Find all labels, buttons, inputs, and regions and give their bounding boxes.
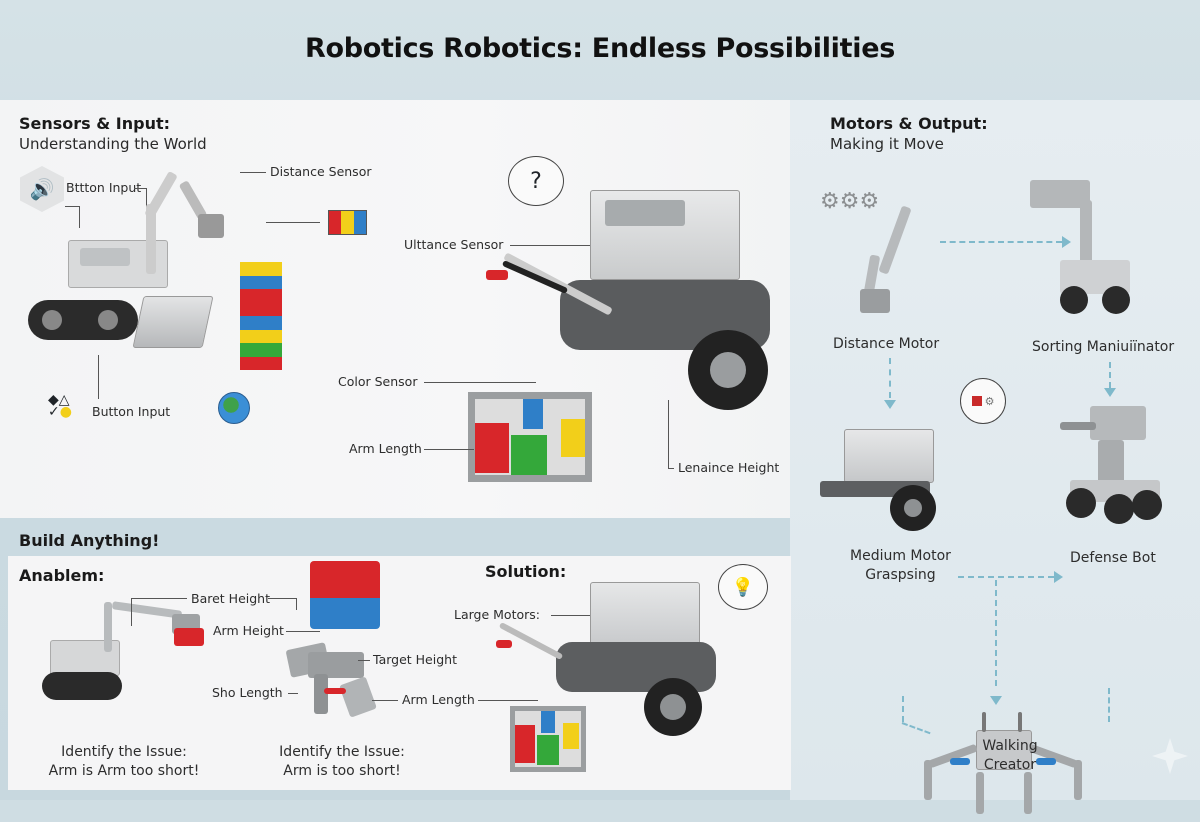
medium-motor-grasping-robot xyxy=(820,425,950,545)
node-label-line1: Medium Motor xyxy=(850,548,951,564)
flow-arrow-4-5 xyxy=(1108,688,1110,722)
sensors-panel: Sensors & Input: Understanding the World… xyxy=(0,100,790,518)
label-ultrasonic-sensor: Ulttance Sensor xyxy=(404,237,504,252)
sensors-heading: Sensors & Input: xyxy=(19,114,171,133)
leader-line xyxy=(134,188,146,189)
color-cube xyxy=(468,392,592,482)
leader-line xyxy=(424,449,474,450)
globe-icon xyxy=(218,392,250,424)
solution-color-cube xyxy=(510,706,586,772)
leader-line xyxy=(98,355,99,399)
caption-line2: Arm is Arm too short! xyxy=(48,762,200,779)
leader-line xyxy=(668,400,669,468)
leader-line xyxy=(268,598,296,599)
label-distance-sensor: Distance Sensor xyxy=(270,164,372,179)
flow-arrow-1-3 xyxy=(889,358,891,398)
flow-arrow-1-2 xyxy=(940,241,1062,243)
node-label-defense-bot: Defense Bot xyxy=(1070,550,1156,566)
leader-line xyxy=(551,615,591,616)
leader-line xyxy=(131,598,132,626)
leader-line xyxy=(266,222,320,223)
caption-line2: Arm is too short! xyxy=(283,762,401,779)
leader-line xyxy=(296,598,297,610)
node-label-line2: Creator xyxy=(983,756,1037,773)
gear-icon: ⚙⚙⚙ xyxy=(820,189,880,214)
shapes-icon: ◆△✓● xyxy=(48,392,72,420)
leader-line xyxy=(240,172,266,173)
arrow-head-icon xyxy=(1062,236,1071,248)
lightbulb-bubble-icon: 💡 xyxy=(718,564,768,610)
label-baret-height: Baret Height xyxy=(191,591,270,606)
motors-subheading: Making it Move xyxy=(830,135,944,153)
ev3-wheeled-robot xyxy=(440,170,780,500)
sorting-manipulator-robot xyxy=(1020,170,1140,320)
color-swatch-icon xyxy=(328,210,367,235)
node-label-distance-motor: Distance Motor xyxy=(833,336,940,352)
node-label-line1: Walking xyxy=(982,738,1038,754)
label-arm-length-build: Arm Length xyxy=(402,692,475,707)
leader-line xyxy=(131,598,187,599)
leader-line xyxy=(288,693,298,694)
page-title: Robotics Robotics: Endless Possibilities xyxy=(305,33,895,64)
leader-line xyxy=(65,206,79,207)
node-label-line2: Graspsing xyxy=(865,566,936,583)
problem-caption-1: Identify the Issue: Arm is Arm too short… xyxy=(44,743,204,781)
node-label-walking-creator: Walking Creator xyxy=(980,737,1040,775)
walking-creator-spider-robot xyxy=(918,712,1088,822)
node-label-medium-motor: Medium Motor Graspsing xyxy=(850,547,951,585)
leader-line xyxy=(424,382,536,383)
leader-line xyxy=(286,631,320,632)
red-blue-brick xyxy=(310,561,380,629)
caption-line1: Identify the Issue: xyxy=(61,744,187,760)
arm-assembly xyxy=(285,640,378,720)
caption-line1: Identify the Issue: xyxy=(279,744,405,760)
speaker-icon: 🔊 xyxy=(20,166,64,212)
flow-arrow-2-4 xyxy=(1109,362,1111,388)
label-arm-length: Arm Length xyxy=(349,441,422,456)
label-button-input-top: Bttton Input xyxy=(66,180,142,195)
arrow-head-icon xyxy=(990,696,1002,705)
arrow-head-icon xyxy=(1104,388,1116,397)
solution-heading: Solution: xyxy=(485,562,567,581)
leader-line xyxy=(510,245,590,246)
leader-line xyxy=(79,206,80,228)
build-panel: Anablem: Solution: Baret Height Arm Heig… xyxy=(8,556,791,790)
label-target-height: Target Height xyxy=(373,652,457,667)
flow-arrow-3-5 xyxy=(902,696,904,722)
arrow-head-icon xyxy=(1054,571,1063,583)
problem-heading: Anablem: xyxy=(19,566,105,585)
brick-stack xyxy=(240,262,282,370)
flow-arrow-3-4 xyxy=(958,576,1054,578)
arrow-head-icon xyxy=(884,400,896,409)
question-bubble-icon: ? xyxy=(508,156,564,206)
label-color-sensor: Color Sensor xyxy=(338,374,418,389)
problem-tracked-robot xyxy=(40,600,210,710)
sensors-subheading: Understanding the World xyxy=(19,135,207,153)
label-sho-length: Sho Length xyxy=(212,685,283,700)
robot-arm-with-gears: ⚙⚙⚙ xyxy=(820,185,950,315)
label-arm-height: Arm Height xyxy=(213,623,284,638)
tracked-bulldozer-robot xyxy=(28,170,248,380)
motors-heading: Motors & Output: xyxy=(830,114,988,133)
build-heading: Build Anything! xyxy=(19,531,160,550)
solution-wheeled-robot xyxy=(486,578,726,778)
label-large-motors: Large Motors: xyxy=(454,607,540,622)
defense-bot-robot xyxy=(1060,400,1170,530)
components-bubble-icon: ⚙ xyxy=(960,378,1006,424)
label-lenaince-height: Lenaince Height xyxy=(678,460,780,475)
leader-line xyxy=(358,660,370,661)
leader-line xyxy=(668,468,674,469)
leader-line xyxy=(372,700,398,701)
flow-arrow-to-walker xyxy=(995,580,997,686)
node-label-sorting-manipulator: Sorting Maniuiïnator xyxy=(1032,339,1175,355)
leader-line xyxy=(478,700,538,701)
motors-panel: Motors & Output: Making it Move ⚙⚙⚙ Dist… xyxy=(790,100,1200,814)
label-button-input-bottom: Button Input xyxy=(92,404,171,419)
problem-caption-2: Identify the Issue: Arm is too short! xyxy=(272,743,412,781)
